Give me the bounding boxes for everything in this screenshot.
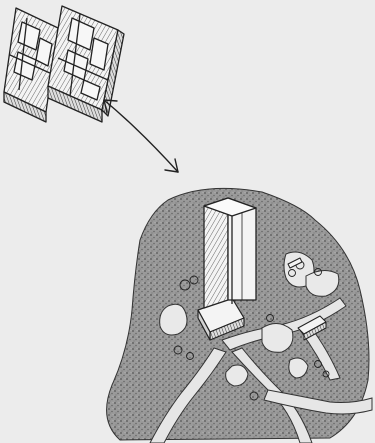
tower-park-landscape	[107, 188, 372, 443]
double-headed-arrow	[104, 100, 178, 172]
block-city-grid	[4, 6, 124, 122]
